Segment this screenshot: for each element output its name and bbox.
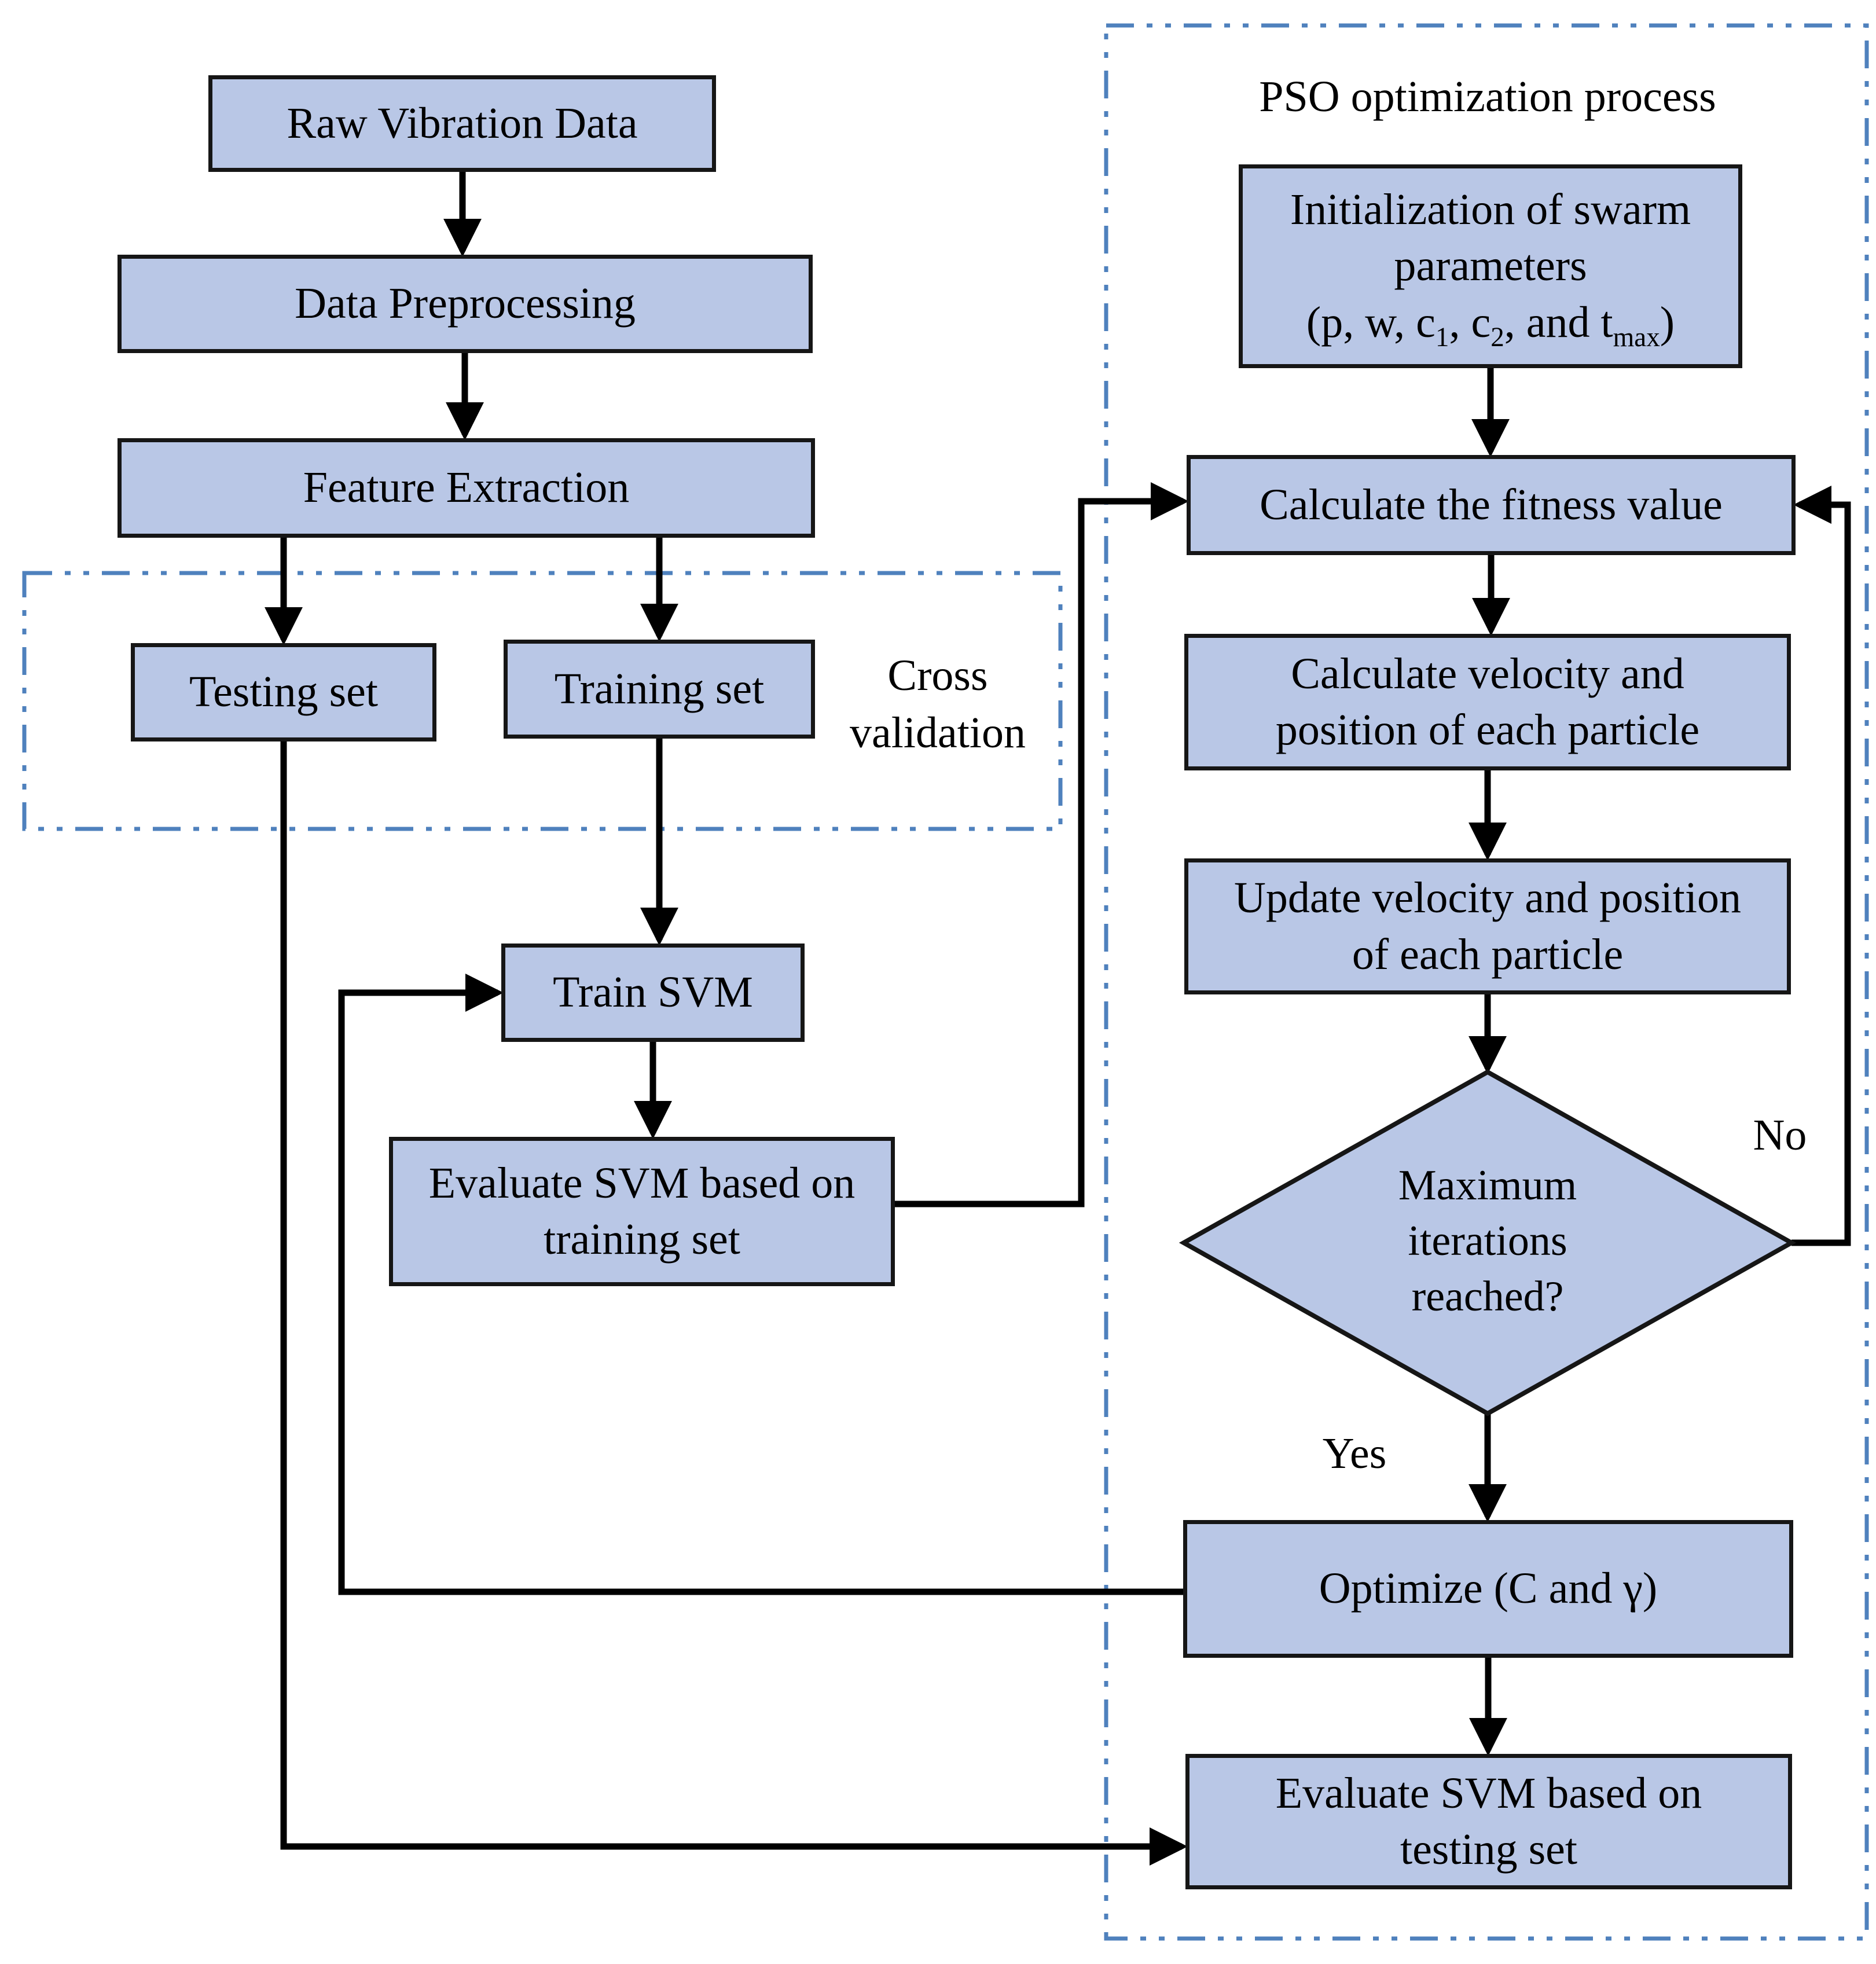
node-label-line: Calculate velocity and — [1291, 649, 1684, 698]
formula-part: , c — [1449, 298, 1491, 347]
node-label: Feature Extraction — [303, 463, 630, 512]
node-label-line: Initialization of swarm — [1290, 185, 1691, 234]
wire-decision-no-to-fitness — [1791, 486, 1851, 1246]
decision-label-line: Maximum — [1398, 1162, 1577, 1209]
pso-region-border — [1104, 23, 1869, 1941]
node-label-line: parameters — [1394, 241, 1587, 291]
node-label: Optimize (C and γ) — [1319, 1564, 1658, 1613]
node-label: Raw Vibration Data — [287, 98, 638, 148]
node-label-line: position of each particle — [1275, 706, 1700, 754]
branch-no-label: No — [1753, 1111, 1807, 1159]
node-train-svm: Train SVM — [501, 944, 805, 1042]
wire-evaltraining-to-fitness — [895, 482, 1189, 1207]
node-label: Data Preprocessing — [295, 279, 636, 328]
node-label: Train SVM — [553, 968, 753, 1017]
node-data-preprocessing: Data Preprocessing — [118, 255, 813, 353]
formula-part: (p, w, c — [1306, 298, 1436, 347]
cross-validation-line: validation — [850, 708, 1026, 757]
formula-part: ) — [1660, 298, 1675, 347]
decision-diamond — [1179, 1069, 1797, 1416]
node-label-line: testing set — [1400, 1825, 1578, 1874]
formula-part: , and t — [1504, 298, 1613, 347]
cross-validation-line: Cross — [887, 651, 988, 700]
formula-subscript: max — [1613, 322, 1660, 353]
formula-subscript: 1 — [1435, 322, 1449, 353]
cross-validation-label: Cross validation — [828, 647, 1048, 762]
node-label-line: Update velocity and position — [1234, 873, 1741, 923]
node-calculate-fitness: Calculate the fitness value — [1187, 455, 1796, 555]
node-label-formula: (p, w, c1, c2, and tmax) — [1306, 295, 1675, 351]
node-label-line: training set — [544, 1215, 740, 1264]
node-feature-extraction: Feature Extraction — [118, 438, 815, 538]
node-label: Training set — [554, 664, 765, 713]
node-optimize-c-gamma: Optimize (C and γ) — [1183, 1520, 1793, 1658]
node-testing-set: Testing set — [131, 643, 436, 741]
decision-max-iterations-label: Maximum iterations reached? — [1299, 1158, 1676, 1325]
wire-testing-to-evaltesting — [280, 741, 1188, 1866]
node-label-line: of each particle — [1352, 930, 1624, 979]
node-label: Testing set — [189, 667, 379, 717]
formula-subscript: 2 — [1490, 322, 1504, 353]
node-raw-vibration-data: Raw Vibration Data — [208, 75, 716, 172]
node-label-line: Evaluate SVM based on — [428, 1158, 856, 1207]
node-training-set: Training set — [504, 640, 815, 739]
cross-validation-region-border — [22, 571, 1063, 831]
node-calculate-velocity: Calculate velocity and position of each … — [1184, 634, 1791, 770]
node-label-line: Evaluate SVM based on — [1275, 1768, 1702, 1818]
wire-optimize-to-trainsvm — [338, 974, 1183, 1595]
node-evaluate-svm-training: Evaluate SVM based on training set — [389, 1137, 895, 1286]
decision-label-line: iterations — [1408, 1217, 1567, 1265]
pso-region-title: PSO optimization process — [1259, 72, 1716, 121]
node-init-swarm-parameters: Initialization of swarm parameters (p, w… — [1239, 164, 1742, 368]
node-evaluate-svm-testing: Evaluate SVM based on testing set — [1185, 1754, 1792, 1889]
branch-yes-label: Yes — [1322, 1429, 1387, 1478]
node-label: Calculate the fitness value — [1260, 480, 1723, 529]
decision-label-line: reached? — [1411, 1273, 1564, 1321]
node-update-velocity: Update velocity and position of each par… — [1184, 858, 1791, 994]
